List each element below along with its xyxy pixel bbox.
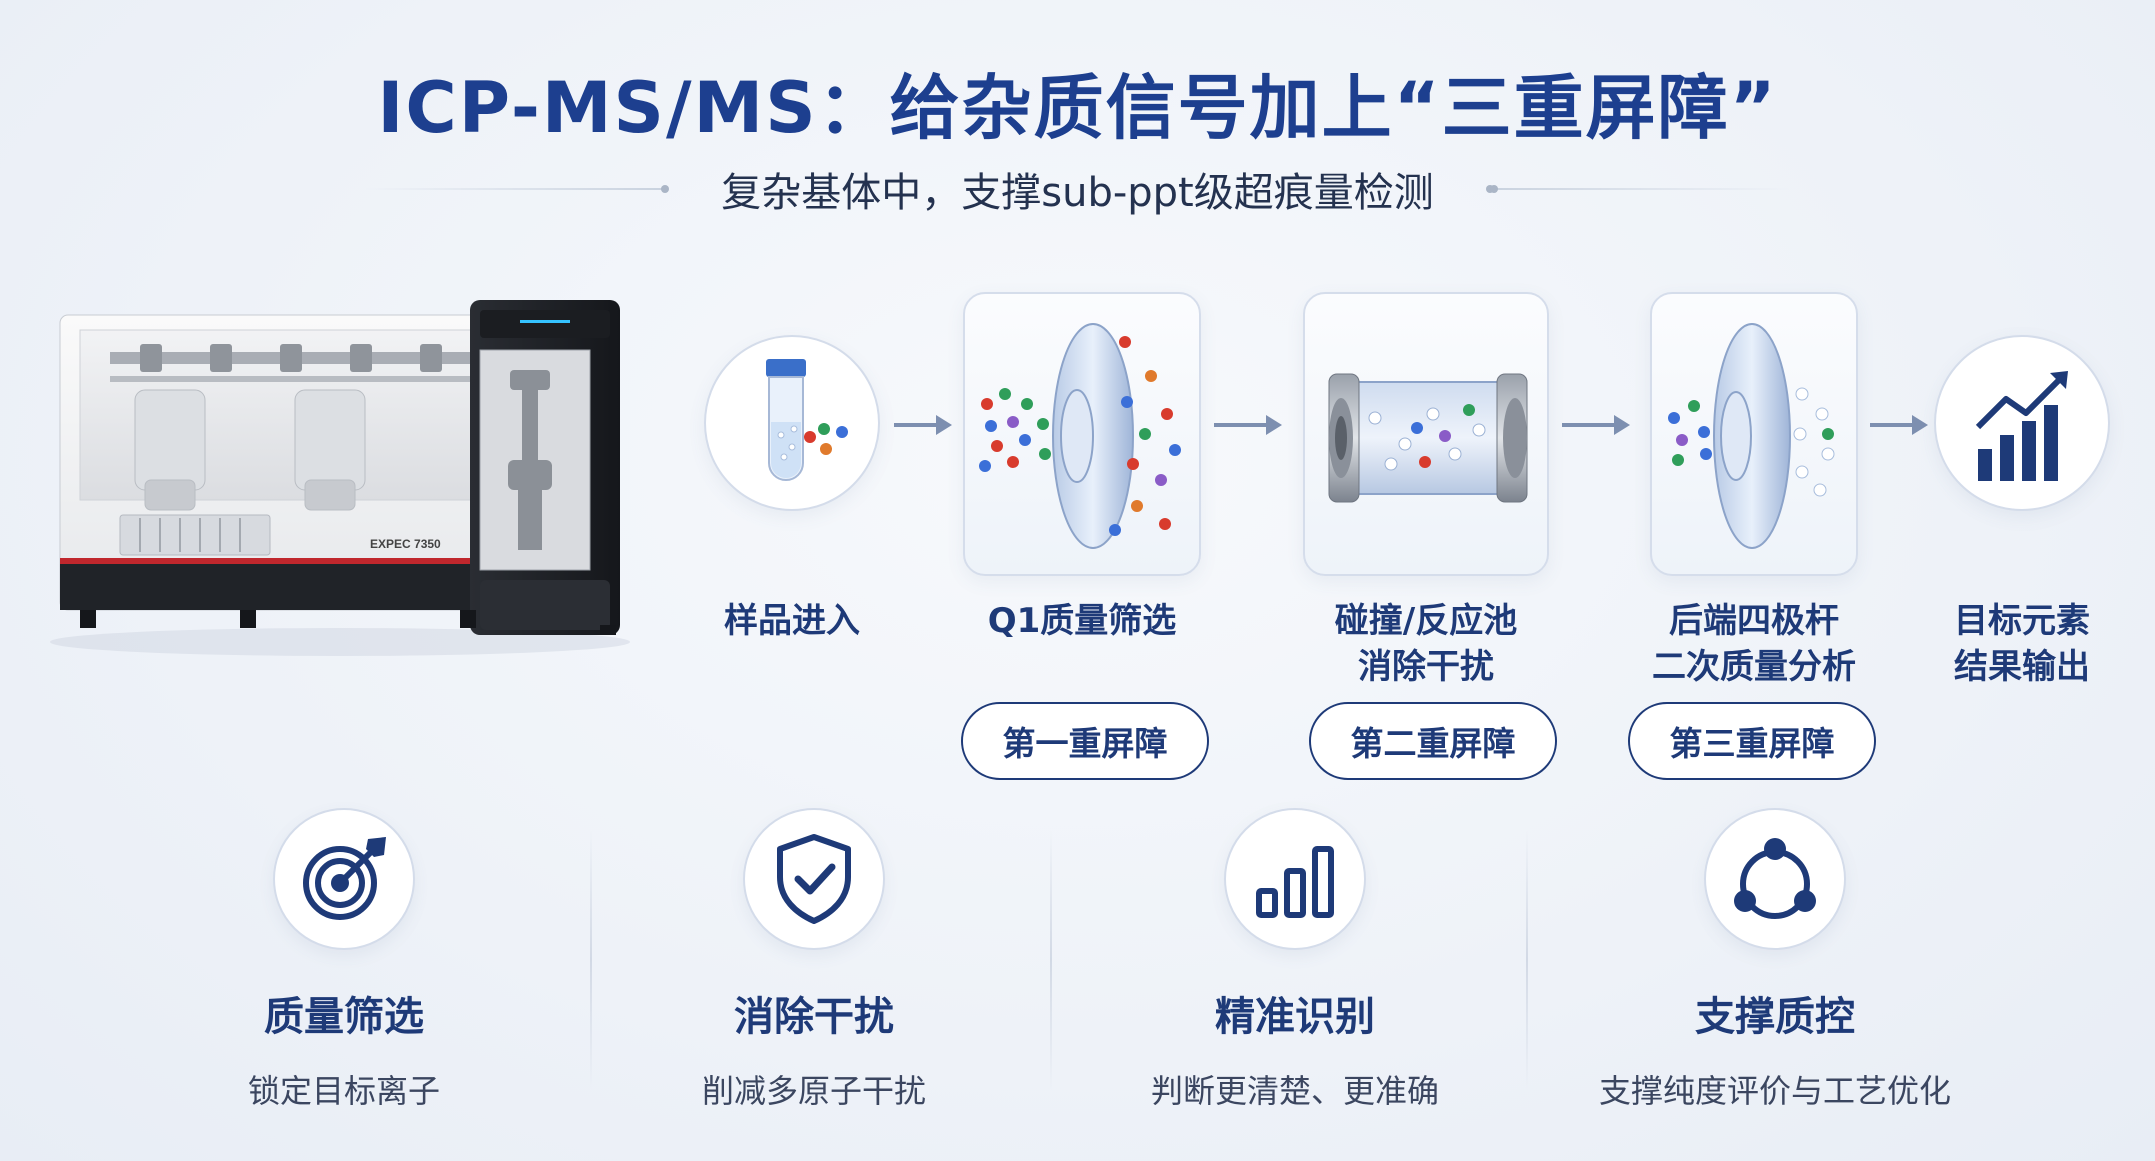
feature-precise-identification-desc: 判断更清楚、更准确 bbox=[1150, 1072, 1439, 1110]
model-label: EXPEC 7350 bbox=[370, 537, 441, 551]
barrier-1-badge: 第一重屏障 bbox=[961, 702, 1209, 780]
step-result-label: 目标元素 结果输出 bbox=[1954, 601, 2090, 687]
feature-mass-filter-desc: 锁定目标离子 bbox=[247, 1072, 440, 1110]
flow-arrow-3 bbox=[1562, 415, 1630, 435]
step-collision-cell-node bbox=[1303, 292, 1549, 576]
step-result-node bbox=[1934, 335, 2110, 511]
subtitle-divider-right bbox=[1485, 185, 1790, 193]
feature-interference-removal-desc: 削减多原子干扰 bbox=[701, 1072, 926, 1110]
collision-cell-icon bbox=[1328, 373, 1528, 503]
step-q1-node bbox=[963, 292, 1201, 576]
step-sample-label: 样品进入 bbox=[724, 601, 860, 641]
feature-quality-control-title: 支撑质控 bbox=[1695, 994, 1855, 1040]
feature-divider-1 bbox=[590, 830, 592, 1090]
feature-divider-2 bbox=[1050, 830, 1052, 1090]
step-backend-quadrupole-node bbox=[1650, 292, 1858, 576]
page-title: ICP-MS/MS：给杂质信号加上“三重屏障” bbox=[377, 67, 1778, 149]
target-icon bbox=[303, 837, 386, 920]
feature-precise-identification: 精准识别 判断更清楚、更准确 bbox=[1095, 808, 1495, 1112]
step-collision-cell-label: 碰撞/反应池 消除干扰 bbox=[1334, 601, 1518, 687]
barrier-3-badge: 第三重屏障 bbox=[1628, 702, 1876, 780]
feature-mass-filter: 质量筛选 锁定目标离子 bbox=[144, 808, 544, 1112]
feature-interference-removal-icon-wrap bbox=[743, 808, 885, 950]
feature-divider-3 bbox=[1526, 830, 1528, 1090]
shield-check-icon bbox=[777, 834, 851, 924]
feature-precise-identification-title: 精准识别 bbox=[1215, 994, 1375, 1040]
feature-interference-removal: 消除干扰 削减多原子干扰 bbox=[614, 808, 1014, 1112]
flow-arrow-2 bbox=[1214, 415, 1282, 435]
feature-quality-control: 支撑质控 支撑纯度评价与工艺优化 bbox=[1575, 808, 1975, 1112]
cycle-nodes-icon bbox=[1734, 838, 1816, 919]
step-q1-label: Q1质量筛选 bbox=[987, 601, 1177, 641]
feature-mass-filter-icon-wrap bbox=[273, 808, 415, 950]
quadrupole-disc-icon bbox=[1668, 323, 1835, 549]
flow-arrow-1 bbox=[894, 415, 952, 435]
page-subtitle: 复杂基体中，支撑sub-ppt级超痕量检测 bbox=[721, 170, 1434, 216]
feature-precise-identification-icon-wrap bbox=[1224, 808, 1366, 950]
flow-arrow-4 bbox=[1870, 415, 1928, 435]
feature-interference-removal-title: 消除干扰 bbox=[734, 994, 894, 1040]
bar-signal-icon bbox=[1256, 846, 1334, 918]
sample-tube-icon bbox=[766, 359, 848, 481]
feature-mass-filter-title: 质量筛选 bbox=[264, 994, 424, 1040]
step-sample-node bbox=[704, 335, 880, 511]
growth-chart-icon bbox=[1975, 371, 2068, 481]
feature-quality-control-desc: 支撑纯度评价与工艺优化 bbox=[1598, 1072, 1951, 1110]
feature-quality-control-icon-wrap bbox=[1704, 808, 1846, 950]
subtitle-row: 复杂基体中，支撑sub-ppt级超痕量检测 bbox=[0, 160, 2155, 218]
subtitle-divider-left bbox=[365, 185, 670, 193]
quadrupole-disc-icon bbox=[979, 323, 1181, 549]
barrier-2-badge: 第二重屏障 bbox=[1309, 702, 1557, 780]
icp-ms-instrument-illustration: EXPEC 7350 bbox=[50, 300, 630, 656]
step-backend-quadrupole-label: 后端四极杆 二次质量分析 bbox=[1652, 601, 1856, 687]
